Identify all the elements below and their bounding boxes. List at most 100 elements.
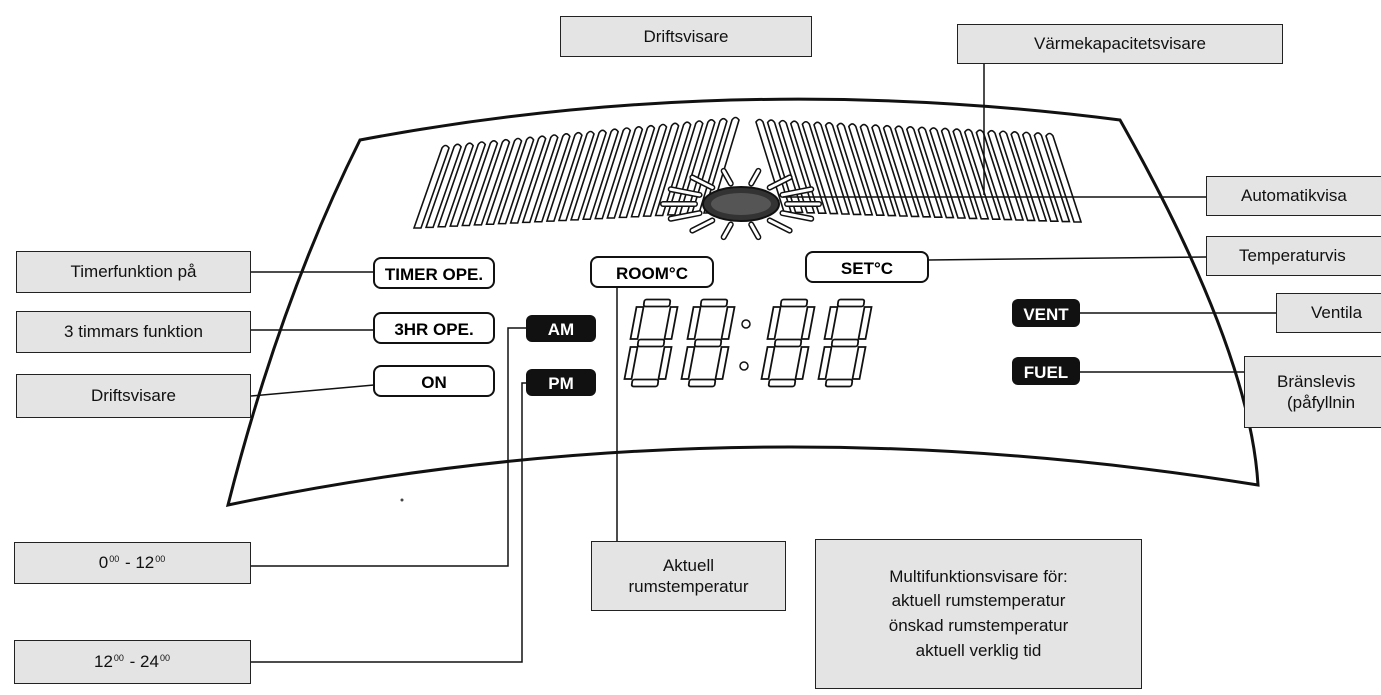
leader-lines	[250, 63, 1276, 663]
callout-bransle-line1: Bränslevis	[1277, 371, 1356, 391]
callout-automatik: Automatikvisa	[1206, 176, 1381, 216]
heat-bar-right	[1021, 131, 1059, 222]
range-pm-start: 12	[94, 652, 113, 672]
heat-bar-left	[485, 137, 523, 226]
digit-segment	[642, 298, 672, 308]
heat-bar-left	[582, 128, 620, 221]
leader-temperatur	[927, 256, 1207, 261]
room-temp-indicator: ROOM°C	[590, 256, 714, 288]
sun-ray-inner	[768, 175, 792, 190]
digit-segment	[851, 346, 867, 380]
heat-bar-left	[702, 116, 740, 214]
range-am-start: 0	[98, 553, 109, 573]
fuel-indicator: FUEL	[1012, 357, 1080, 385]
digit-segment	[779, 298, 809, 308]
callout-temperatur-text: Temperaturvis	[1239, 246, 1346, 266]
am-text: AM	[548, 320, 574, 339]
callout-aktuell-line2: rumstemperatur	[628, 577, 749, 596]
digit-segment	[836, 298, 866, 308]
range-pm-value: 1200 - 2400	[94, 651, 171, 672]
callout-aktuell-lines: Aktuell rumstemperatur	[629, 555, 749, 598]
heat-bar-right	[1033, 132, 1071, 223]
callout-varmekapacitet: Värmekapacitetsvisare	[957, 24, 1283, 64]
digit-segment	[687, 378, 717, 388]
callout-timer-text: Timerfunktion på	[70, 262, 197, 282]
callout-aktuell-line1: Aktuell	[662, 555, 714, 575]
heat-bar-left	[412, 144, 450, 229]
timer-ope-text: TIMER OPE.	[385, 265, 483, 284]
range-am-end-sup: 00	[155, 554, 166, 565]
heat-bar-left	[509, 135, 547, 224]
digit-segment	[657, 346, 673, 380]
heat-bar-left	[437, 142, 475, 228]
range-am-value: 000 - 1200	[99, 552, 167, 573]
vent-text: VENT	[1023, 305, 1069, 324]
heat-bar-left	[654, 121, 692, 217]
am-indicator: AM	[526, 315, 596, 342]
callout-bransle-lines: Bränslevis (påfyllnin	[1277, 371, 1355, 414]
sun-ray-inner	[669, 211, 702, 221]
heat-capacity-bars-right	[755, 118, 1083, 223]
digit-segment	[699, 298, 729, 308]
range-pm-sep: -	[124, 652, 141, 672]
heat-bar-left	[594, 127, 632, 220]
callout-multi-line1: Multifunktionsvisare för:	[889, 566, 1068, 586]
digit-segment	[817, 346, 833, 380]
sun-ray-inner	[780, 211, 813, 221]
sun-ray-inner	[749, 222, 760, 239]
heat-bar-left	[642, 122, 680, 217]
heat-bar-right	[940, 127, 978, 220]
heat-bar-right	[778, 119, 816, 214]
heat-bar-left	[461, 140, 499, 227]
heat-bar-right	[975, 129, 1013, 221]
digit-segment	[800, 306, 816, 340]
heat-bar-right	[755, 118, 793, 213]
set-text: SET°C	[841, 259, 893, 278]
sun-ray-inner	[722, 169, 733, 186]
heat-bar-right	[952, 128, 990, 220]
digit-segment	[686, 306, 702, 340]
callout-varmekapacitet-text: Värmekapacitetsvisare	[1034, 34, 1206, 54]
callout-three-hr: 3 timmars funktion	[16, 311, 251, 353]
heat-bar-left	[557, 130, 595, 222]
sun-ray-inner	[722, 222, 733, 239]
heat-bar-left	[424, 143, 462, 229]
sun-ray-inner	[749, 169, 760, 186]
heat-bar-right	[847, 123, 885, 216]
heat-bar-left	[545, 131, 583, 222]
callout-aktuell: Aktuell rumstemperatur	[591, 541, 786, 611]
callout-range-pm: 1200 - 2400	[14, 640, 251, 684]
heat-bar-right	[859, 123, 897, 217]
digit-segment	[663, 306, 679, 340]
callout-left-driftsvisare: Driftsvisare	[16, 374, 251, 418]
digit-segment	[623, 346, 639, 380]
timer-ope-indicator: TIMER OPE.	[373, 257, 495, 289]
heat-bar-left	[690, 117, 728, 215]
pm-text: PM	[548, 374, 574, 393]
callout-bransle: Bränslevis (påfyllnin	[1244, 356, 1381, 428]
on-text: ON	[421, 373, 447, 392]
range-am-sep: -	[120, 553, 136, 573]
digit-segment	[630, 378, 660, 388]
fuel-text: FUEL	[1024, 363, 1068, 382]
heat-bar-right	[998, 130, 1036, 222]
callout-top-driftsvisare-text: Driftsvisare	[643, 26, 729, 46]
vent-indicator: VENT	[1012, 299, 1080, 327]
range-pm-end: 24	[140, 652, 159, 672]
heat-capacity-bars-left	[412, 116, 740, 229]
on-indicator: ON	[373, 365, 495, 397]
digit-segment	[824, 378, 854, 388]
pm-indicator: PM	[526, 369, 596, 396]
sun-ray-inner	[669, 187, 702, 197]
callout-range-am: 000 - 1200	[14, 542, 251, 584]
automatic-indicator	[660, 167, 822, 241]
leader-left-driftsvisare	[250, 384, 375, 397]
leader-am	[251, 327, 526, 567]
digit-segment	[629, 306, 645, 340]
digit-segment	[760, 346, 776, 380]
heat-bar-right	[801, 120, 839, 215]
callout-bransle-line2: (påfyllnin	[1287, 393, 1356, 412]
digit-segment	[830, 338, 860, 348]
heat-bar-right	[905, 125, 943, 218]
heat-bar-right	[1010, 131, 1048, 222]
